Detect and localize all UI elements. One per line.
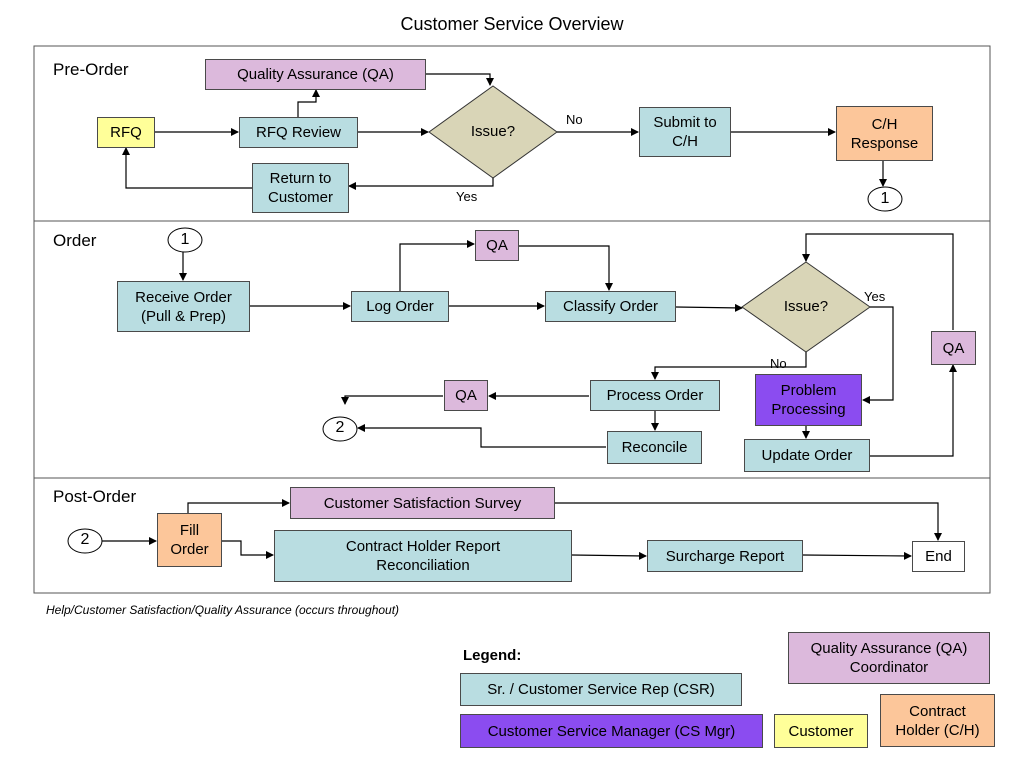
- edge-label-no: No: [566, 112, 583, 127]
- arrow: [571, 551, 647, 560]
- survey-node: Customer Satisfaction Survey: [290, 487, 555, 519]
- end-node: End: [912, 541, 965, 572]
- qa-preorder-node: Quality Assurance (QA): [205, 59, 426, 90]
- arrow: [870, 364, 957, 457]
- ch-response-node: C/H Response: [836, 106, 933, 161]
- lane-label-order: Order: [53, 231, 97, 250]
- arrow: [399, 240, 475, 291]
- rfq-node: RFQ: [97, 117, 155, 148]
- receive-order-node: Receive Order (Pull & Prep): [117, 281, 250, 332]
- connector-circle: [167, 227, 203, 253]
- rfq-review-node: RFQ Review: [239, 117, 358, 148]
- arrow: [426, 73, 494, 86]
- arrow: [222, 540, 274, 559]
- classify-order-node: Classify Order: [545, 291, 676, 322]
- connector-2-out: 2: [335, 419, 345, 436]
- diagram-title: Customer Service Overview: [400, 14, 624, 34]
- qa-order-right-node: QA: [931, 331, 976, 365]
- process-order-node: Process Order: [590, 380, 720, 411]
- connector-1-out: 1: [880, 190, 890, 207]
- return-customer-node: Return to Customer: [252, 163, 349, 213]
- arrow: [297, 89, 320, 117]
- qa-order-left-node: QA: [444, 380, 488, 411]
- fill-order-node: Fill Order: [157, 513, 222, 567]
- legend-customer: Customer: [774, 714, 868, 748]
- qa-order-top-node: QA: [475, 230, 519, 261]
- legend-cs-mgr: Customer Service Manager (CS Mgr): [460, 714, 763, 748]
- connector-circle: [867, 186, 903, 212]
- arrow: [802, 551, 912, 560]
- surcharge-report-node: Surcharge Report: [647, 540, 803, 572]
- arrow: [519, 245, 613, 291]
- lane-label-post-order: Post-Order: [53, 487, 137, 506]
- arrow: [348, 178, 494, 190]
- submit-ch-node: Submit to C/H: [639, 107, 731, 157]
- arrow: [651, 352, 807, 380]
- arrow: [862, 306, 894, 404]
- issue-order-label: Issue?: [783, 298, 829, 315]
- arrow: [555, 502, 942, 541]
- log-order-node: Log Order: [351, 291, 449, 322]
- reconcile-node: Reconcile: [607, 431, 702, 464]
- arrow: [187, 499, 290, 513]
- footnote: Help/Customer Satisfaction/Quality Assur…: [46, 603, 400, 617]
- issue-preorder-label: Issue?: [470, 123, 516, 140]
- legend-qa: Quality Assurance (QA) Coordinator: [788, 632, 990, 684]
- edge-label-yes: Yes: [456, 189, 478, 204]
- connector-1-in: 1: [180, 231, 190, 248]
- edge-label-yes: Yes: [864, 289, 886, 304]
- arrow: [122, 147, 252, 189]
- arrow: [357, 424, 606, 448]
- connector-2-in: 2: [80, 531, 90, 548]
- problem-processing-node: Problem Processing: [755, 374, 862, 426]
- arrow: [675, 303, 743, 312]
- legend-title: Legend:: [463, 647, 522, 664]
- swimlane-frame: [33, 45, 991, 594]
- arrow: [802, 233, 954, 330]
- arrow: [341, 395, 443, 405]
- legend-ch: Contract Holder (C/H): [880, 694, 995, 747]
- lane-label-pre-order: Pre-Order: [53, 60, 129, 79]
- legend-csr: Sr. / Customer Service Rep (CSR): [460, 673, 742, 706]
- update-order-node: Update Order: [744, 439, 870, 472]
- edge-label-no: No: [770, 356, 787, 371]
- ch-report-node: Contract Holder Report Reconciliation: [274, 530, 572, 582]
